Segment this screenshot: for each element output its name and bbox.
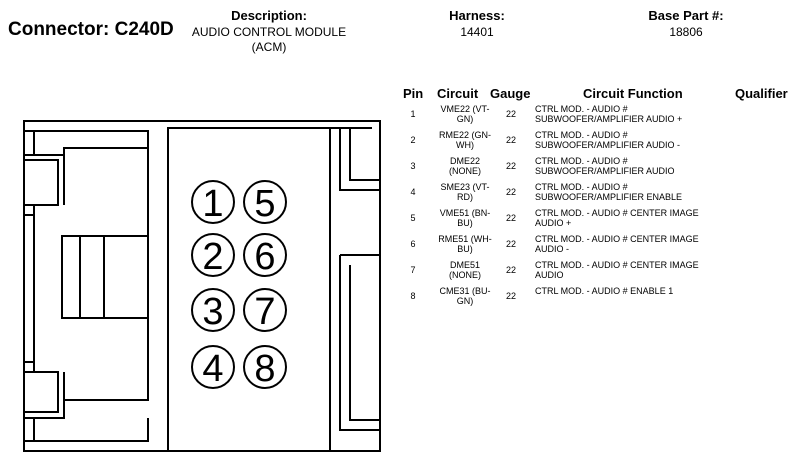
pin-cavity-2: [191, 233, 235, 277]
header-gauge: Gauge: [490, 86, 531, 101]
description-line-2: (ACM): [251, 40, 287, 54]
row-circuit-color: BU): [457, 244, 473, 254]
row-circuit: VME51 (BN-: [439, 208, 491, 218]
row-function: CTRL MOD. - AUDIO # CENTER IMAGE: [535, 208, 699, 218]
pin-number-6: 6: [254, 236, 275, 278]
pin-number-4: 4: [202, 348, 223, 390]
harness-label: Harness:: [449, 8, 505, 23]
connector-title: Connector: C240D: [8, 19, 174, 40]
row-function: CTRL MOD. - AUDIO #: [535, 182, 628, 192]
row-function: CTRL MOD. - AUDIO # ENABLE 1: [535, 286, 674, 296]
pin-cavity-1: [191, 180, 235, 224]
row-circuit: SME23 (VT-: [440, 182, 490, 192]
row-function-line-2: AUDIO: [535, 270, 564, 280]
row-circuit-color: (NONE): [449, 270, 481, 280]
row-gauge: 22: [505, 135, 516, 145]
base-part-label: Base Part #:: [648, 8, 724, 23]
row-circuit-color: BU): [457, 218, 473, 228]
pin-cavity-6: [243, 233, 287, 277]
row-circuit-color: WH): [456, 140, 474, 150]
row-function-line-2: SUBWOOFER/AMPLIFIER AUDIO +: [535, 114, 683, 124]
row-circuit: RME22 (GN-: [438, 130, 491, 140]
row-function: CTRL MOD. - AUDIO # CENTER IMAGE: [535, 260, 699, 270]
pin-number-1: 1: [202, 183, 223, 225]
row-circuit: DME51: [449, 260, 480, 270]
row-circuit-color: GN): [456, 114, 474, 124]
row-pin: 7: [410, 265, 416, 275]
pin-cavity-5: [243, 180, 287, 224]
row-circuit-color: (NONE): [449, 166, 481, 176]
pin-number-5: 5: [254, 183, 275, 225]
pin-cavity-4: [191, 345, 235, 389]
pin-cavity-area: [167, 127, 331, 452]
pin-cavity-8: [243, 345, 287, 389]
pin-cavity-7: [243, 288, 287, 332]
row-function: CTRL MOD. - AUDIO # CENTER IMAGE: [535, 234, 699, 244]
row-pin: 8: [410, 291, 416, 301]
left-latch-lower: [24, 371, 59, 413]
harness-value: 14401: [460, 25, 494, 39]
row-function-line-2: SUBWOOFER/AMPLIFIER ENABLE: [535, 192, 683, 202]
pins-right-column: 5 6 7 8: [243, 180, 287, 390]
row-pin: 1: [410, 109, 416, 119]
header-circuit: Circuit: [437, 86, 479, 101]
row-function-line-2: AUDIO +: [535, 218, 572, 228]
row-pin: 5: [410, 213, 416, 223]
row-gauge: 22: [505, 213, 516, 223]
pin-number-8: 8: [254, 348, 275, 390]
pin-number-7: 7: [254, 291, 275, 333]
row-function: CTRL MOD. - AUDIO #: [535, 156, 628, 166]
description-line-1: AUDIO CONTROL MODULE: [191, 25, 347, 39]
left-latch-upper: [24, 159, 59, 206]
row-gauge: 22: [505, 239, 516, 249]
header-circuit-function: Circuit Function: [583, 86, 683, 101]
row-function-line-2: AUDIO -: [535, 244, 570, 254]
pin-cavity-3: [191, 288, 235, 332]
row-function-line-2: SUBWOOFER/AMPLIFIER AUDIO: [535, 166, 675, 176]
row-pin: 3: [410, 161, 416, 171]
header-pin: Pin: [403, 86, 424, 101]
row-gauge: 22: [505, 291, 516, 301]
pins-left-column: 1 2 3 4: [191, 180, 235, 390]
row-gauge: 22: [505, 265, 516, 275]
row-function: CTRL MOD. - AUDIO #: [535, 130, 628, 140]
pin-number-3: 3: [202, 291, 223, 333]
row-circuit-color: GN): [456, 296, 474, 306]
base-part-value: 18806: [669, 25, 703, 39]
row-pin: 6: [410, 239, 416, 249]
description-value: AUDIO CONTROL MODULE (ACM): [178, 25, 360, 55]
description-label: Description:: [231, 8, 307, 23]
row-circuit: DME22: [449, 156, 480, 166]
row-circuit-color: RD): [457, 192, 473, 202]
row-function: CTRL MOD. - AUDIO #: [535, 104, 628, 114]
header-qualifier: Qualifier: [735, 86, 788, 101]
row-circuit: VME22 (VT-: [440, 104, 490, 114]
row-circuit: CME31 (BU-: [439, 286, 491, 296]
row-gauge: 22: [505, 109, 516, 119]
pin-number-2: 2: [202, 236, 223, 278]
row-function-line-2: SUBWOOFER/AMPLIFIER AUDIO -: [535, 140, 681, 150]
row-pin: 4: [410, 187, 416, 197]
connector-face-diagram: 1 2 3 4 5 6 7 8: [23, 120, 381, 452]
row-gauge: 22: [505, 187, 516, 197]
row-circuit: RME51 (WH-: [438, 234, 492, 244]
row-gauge: 22: [505, 161, 516, 171]
row-pin: 2: [410, 135, 416, 145]
connector-outer-body: [23, 120, 381, 452]
